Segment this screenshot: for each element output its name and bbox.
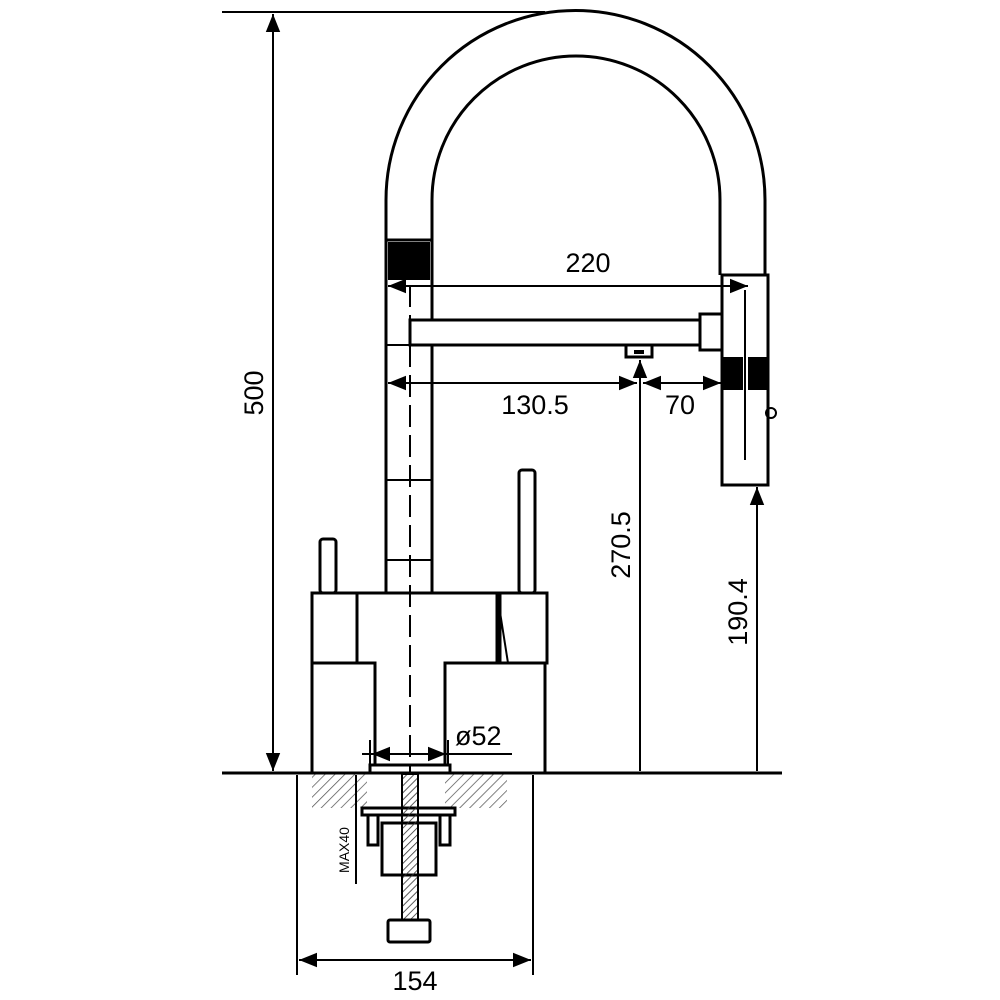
mounting-kit: [360, 773, 457, 944]
spray-head: [720, 273, 777, 487]
dim-label-70: 70: [665, 390, 695, 420]
dim-label-190-4: 190.4: [723, 578, 753, 646]
dim-label-130-5: 130.5: [501, 390, 569, 420]
dimension-max-thickness: MAX40: [336, 775, 357, 884]
right-handle: [517, 468, 537, 595]
dimension-base-diameter: ø52: [362, 721, 512, 765]
dimension-spray-height: 190.4: [723, 487, 765, 771]
countertop: [222, 771, 782, 808]
dim-label-diameter-52: ø52: [455, 721, 502, 751]
dim-label-max40: MAX40: [336, 827, 352, 873]
dimension-aerator-height: 270.5: [606, 360, 648, 771]
dimension-spout-reach: 220: [388, 248, 748, 294]
dim-label-220: 220: [565, 248, 610, 278]
dim-label-154: 154: [392, 966, 437, 996]
left-handle: [318, 537, 338, 595]
dimension-aerator-reach: 130.5 70: [388, 375, 721, 420]
spout-arm: [408, 312, 742, 359]
dimension-body-width: 154: [296, 775, 534, 996]
spout-hose: [384, 9, 767, 275]
dim-label-500: 500: [239, 370, 269, 415]
dim-label-270-5: 270.5: [606, 511, 636, 579]
dimension-total-height: 500: [222, 11, 545, 771]
faucet-body: [310, 468, 549, 775]
